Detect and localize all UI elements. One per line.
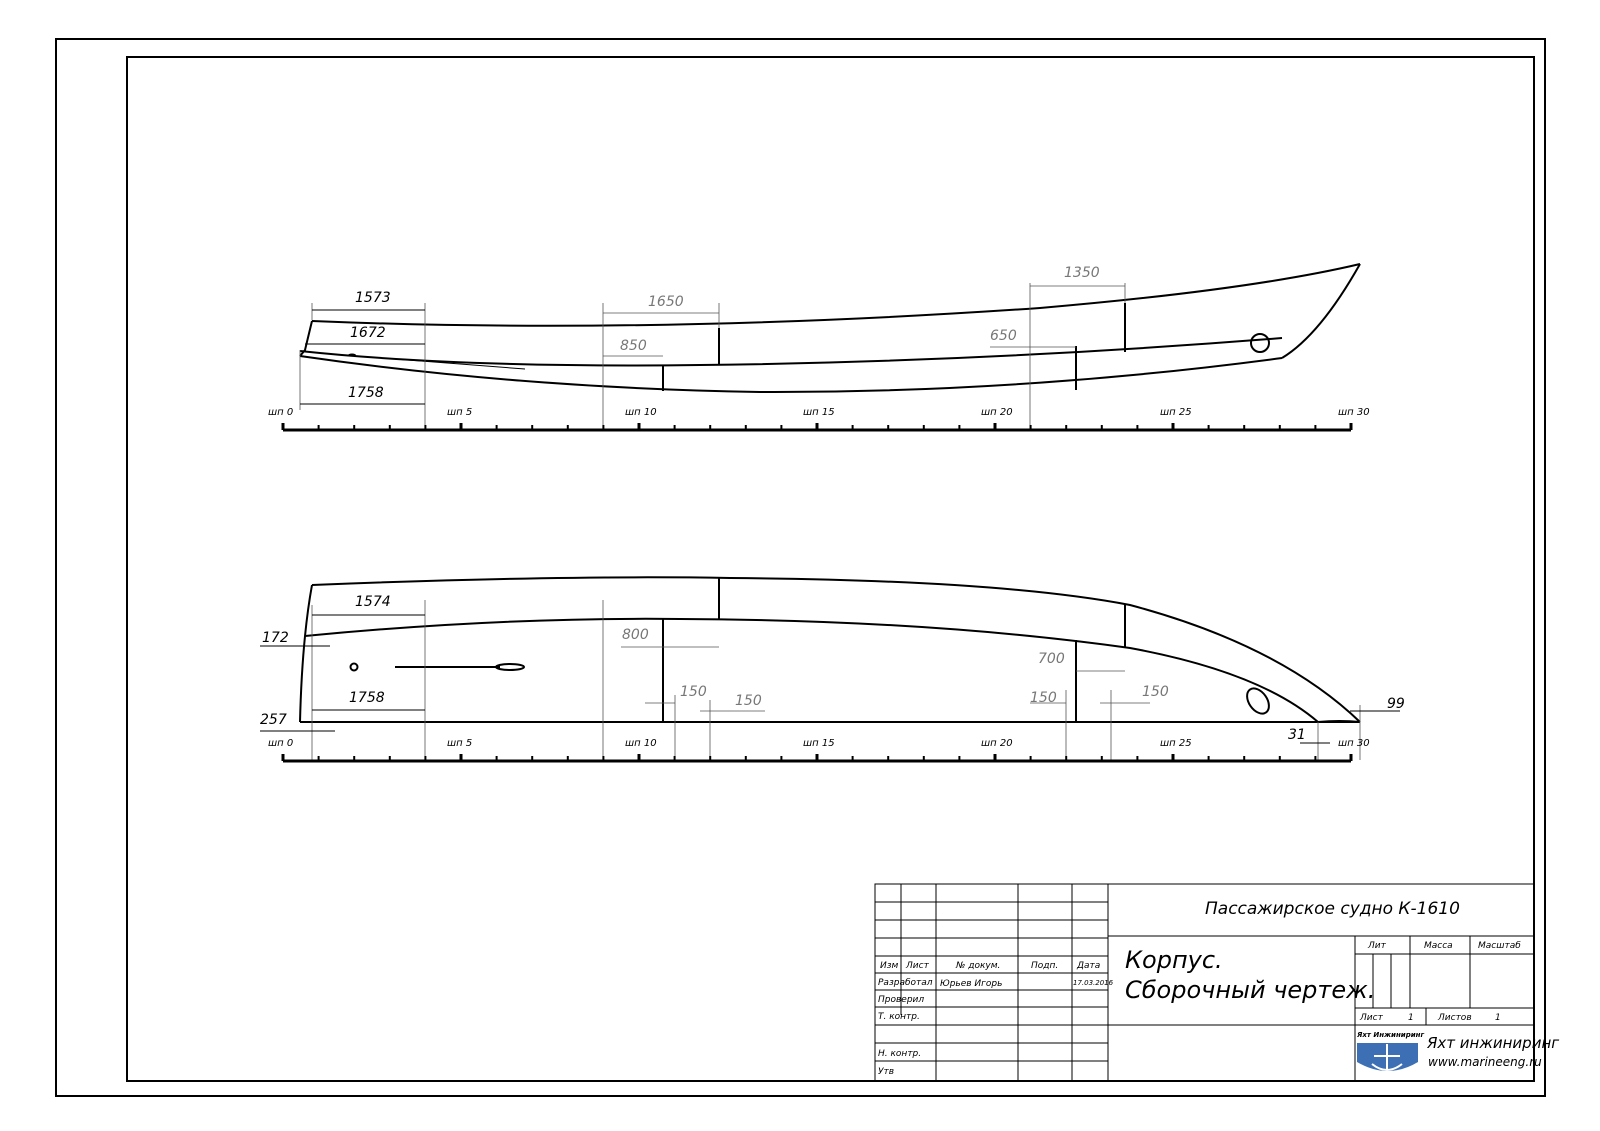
station-label: шп 20 [981,738,1013,749]
row-developer: Разработал [878,978,933,988]
dim-label: 1758 [349,690,385,706]
logo-text: Яхт Инжиниринг [1356,1031,1424,1039]
project-title: Пассажирское судно К-1610 [1205,899,1460,919]
keel-line [299,355,1283,394]
bow-stem [1281,263,1361,359]
shaft-line [394,358,526,370]
station-label: шп 20 [981,407,1013,418]
dim-label: 1758 [348,385,384,401]
scale-label: Масштаб [1478,941,1521,951]
row-ncontrol: Н. контр. [878,1049,921,1059]
developer-name: Юрьев Игорь [940,979,1002,989]
dim-label: 150 [1142,684,1169,700]
porthole [1246,687,1270,715]
station-label: шп 30 [1338,407,1370,418]
station-label: шп 5 [447,407,472,418]
bow-tip [1317,720,1361,723]
dim-label: 1350 [1064,265,1100,281]
company-name: Яхт инжиниринг [1426,1034,1559,1052]
station-label: шп 30 [1338,738,1370,749]
dim-label: 1672 [350,325,386,341]
header-list: Лист [905,961,930,971]
title-block: Изм Лист № докум. Подп. Дата Разработал … [874,883,1559,1082]
header-izm: Изм [880,961,899,971]
company-logo: Яхт Инжиниринг [1356,1031,1424,1072]
mass-label: Масса [1424,941,1453,951]
lit-label: Лит [1367,941,1387,951]
sheer-line [311,263,1361,327]
deck-edge [311,576,1361,723]
shaft-hole [349,662,359,672]
station-label: шп 15 [803,738,835,749]
transom [299,320,313,357]
station-label: шп 0 [268,738,293,749]
station-label: шп 15 [803,407,835,418]
dim-label: 650 [990,328,1017,344]
station-label: шп 0 [268,407,293,418]
company-website: www.marineeng.ru [1428,1055,1542,1069]
dim-label: 800 [622,627,649,643]
porthole [1250,333,1270,353]
transom [299,584,313,723]
dim-label: 257 [260,712,287,728]
header-date: Дата [1076,961,1100,971]
dim-label: 1650 [648,294,684,310]
profile-view: 1573 1672 1758 1650 850 1350 650 шп 0 шп… [268,263,1370,432]
station-label: шп 25 [1160,738,1192,749]
chine-line [299,337,1283,367]
drawing-title-1: Корпус. [1125,946,1223,974]
dim-label: 172 [262,630,289,646]
outer-frame [55,38,1546,1097]
station-label: шп 10 [625,738,657,749]
sheet-label: Лист [1359,1013,1384,1023]
dim-label: 150 [680,684,707,700]
plan-view: 1574 172 1758 257 800 150 150 700 150 15… [260,576,1405,763]
dim-label: 850 [620,338,647,354]
station-scale [281,423,1353,432]
dim-label: 31 [1288,727,1306,743]
station-label: шп 5 [447,738,472,749]
sheets-label: Листов [1437,1013,1472,1023]
dim-label: 150 [735,693,762,709]
station-scale [281,754,1353,763]
dim-label: 150 [1030,690,1057,706]
sheets-total: 1 [1495,1013,1501,1023]
header-sign: Подп. [1031,961,1058,971]
row-tcontrol: Т. контр. [878,1012,920,1022]
drawing-title-2: Сборочный чертеж. [1125,976,1375,1004]
dim-label: 700 [1038,651,1065,667]
shaft-hole [348,353,356,357]
anchor-icon [1371,1044,1403,1072]
sheet-number: 1 [1408,1013,1414,1023]
station-label: шп 25 [1160,407,1192,418]
chine-edge [304,617,1319,723]
row-approved: Утв [878,1067,894,1077]
dim-label: 1573 [355,290,391,306]
shaft-strut [495,663,525,671]
inner-frame [126,56,1535,1082]
row-checked: Проверил [878,995,924,1005]
header-doc: № докум. [955,961,1000,971]
dim-label: 1574 [355,594,391,610]
dim-label: 99 [1387,696,1405,712]
station-label: шп 10 [625,407,657,418]
date-value: 17.03.2016 [1073,979,1114,987]
